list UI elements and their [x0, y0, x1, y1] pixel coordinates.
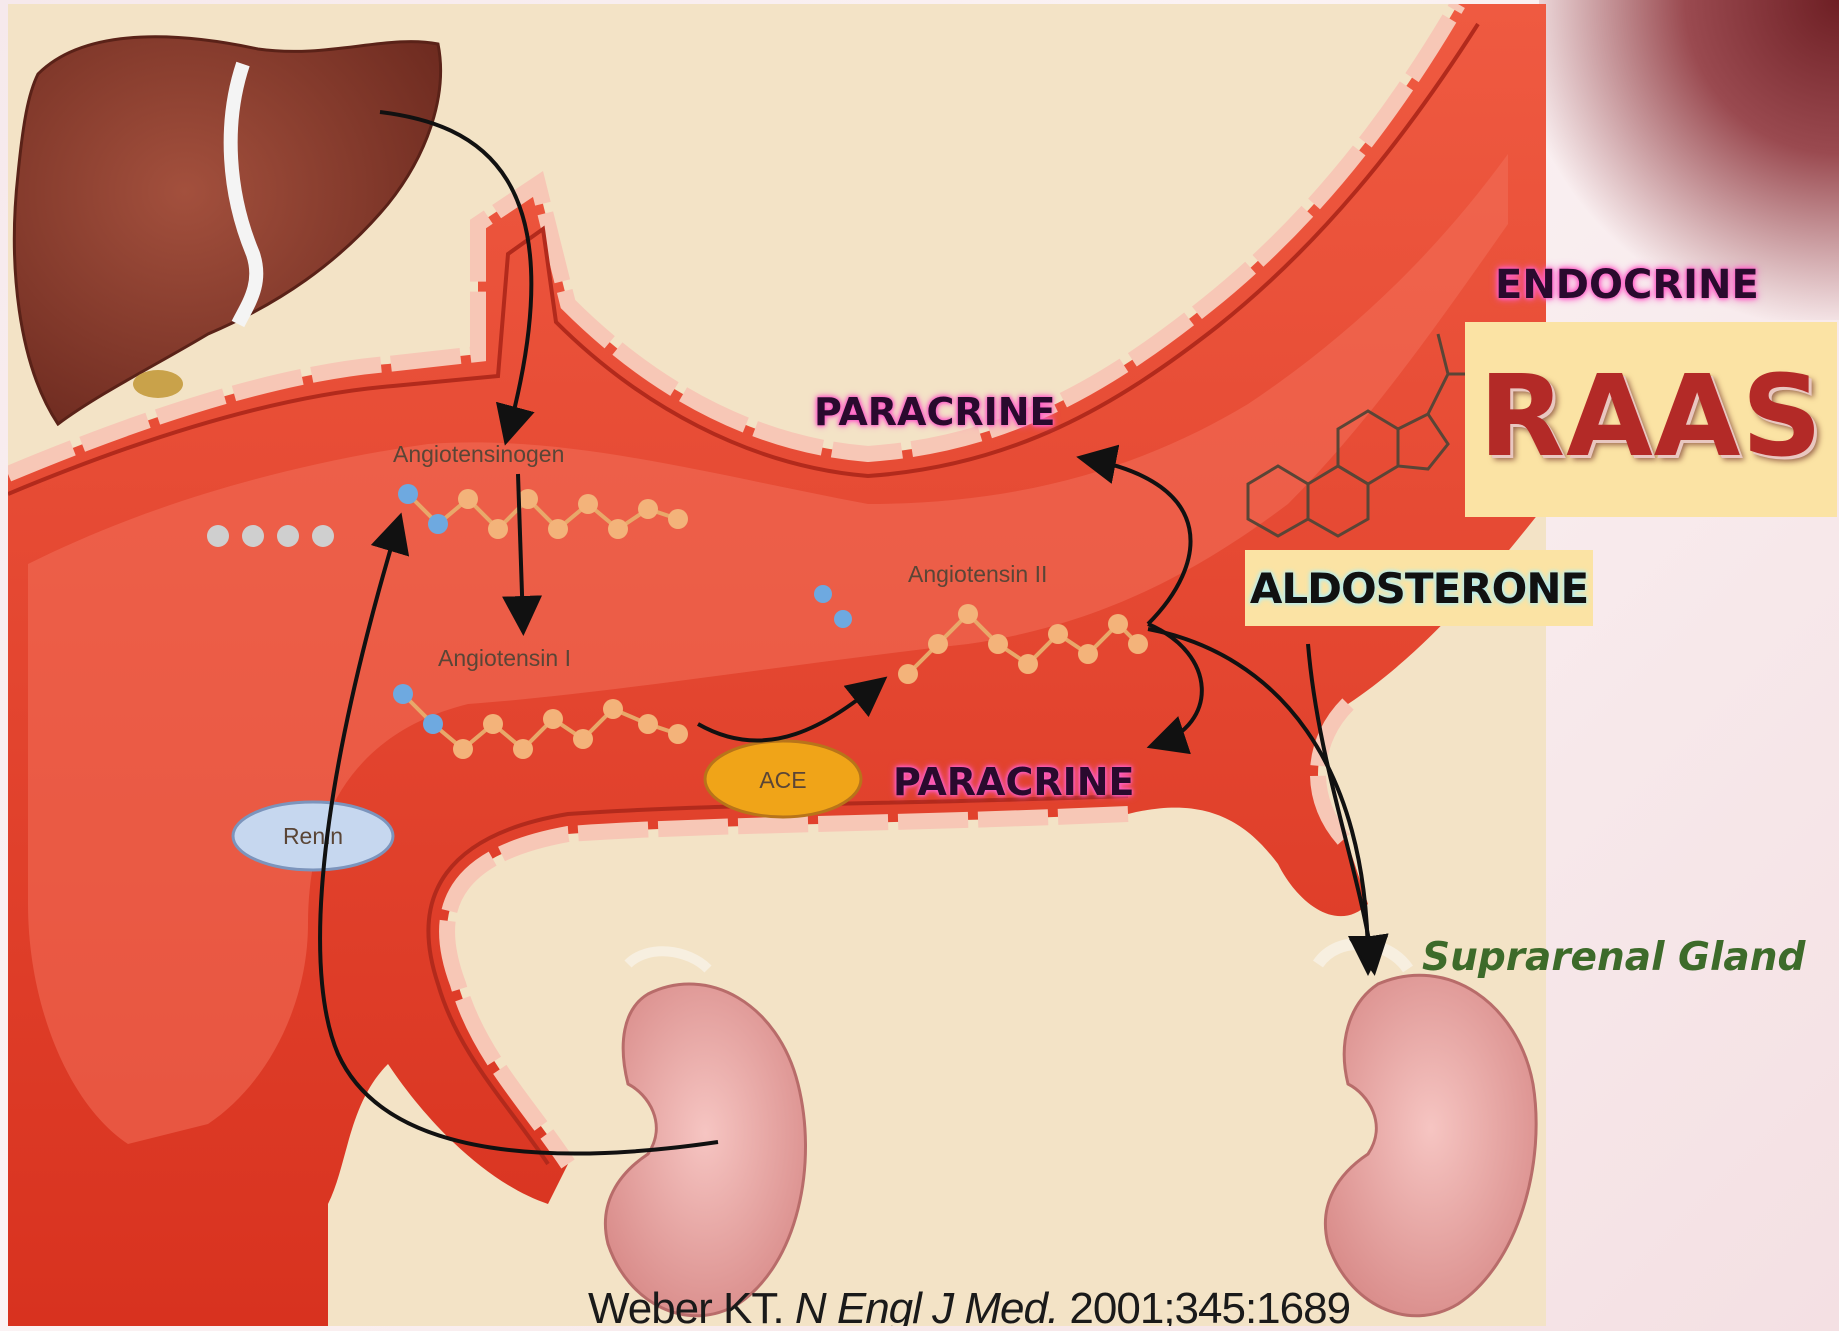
endocrine-label: ENDOCRINE	[1495, 262, 1759, 308]
renin-enzyme: Renin	[233, 802, 393, 870]
ace-label: ACE	[759, 767, 806, 793]
citation-journal: N Engl J Med.	[795, 1284, 1058, 1326]
aldosterone-label: ALDOSTERONE	[1245, 564, 1593, 613]
paracrine-top-label: PARACRINE	[814, 390, 1056, 434]
citation-reference: 2001;345:1689	[1069, 1284, 1350, 1326]
angiotensin-1-label: Angiotensin I	[438, 645, 571, 671]
renin-label: Renin	[283, 823, 343, 849]
angiotensinogen-label: Angiotensinogen	[393, 441, 564, 467]
raas-title: RAAS	[1465, 352, 1837, 482]
suprarenal-gland-label: Suprarenal Gland	[1422, 935, 1805, 980]
citation-author: Weber KT.	[588, 1284, 784, 1326]
citation: Weber KT. N Engl J Med. 2001;345:1689	[588, 1284, 1350, 1326]
raas-figure: ACE Renin Angiotensinogen Angiotensin I …	[8, 4, 1546, 1326]
raas-title-box: RAAS	[1465, 322, 1837, 517]
paracrine-bottom-label: PARACRINE	[893, 760, 1135, 804]
aldosterone-box: ALDOSTERONE	[1245, 550, 1593, 626]
angiotensin-2-label: Angiotensin II	[908, 561, 1047, 587]
ace-enzyme: ACE	[705, 741, 861, 817]
figure-illustration: ACE Renin Angiotensinogen Angiotensin I …	[8, 4, 1546, 1326]
